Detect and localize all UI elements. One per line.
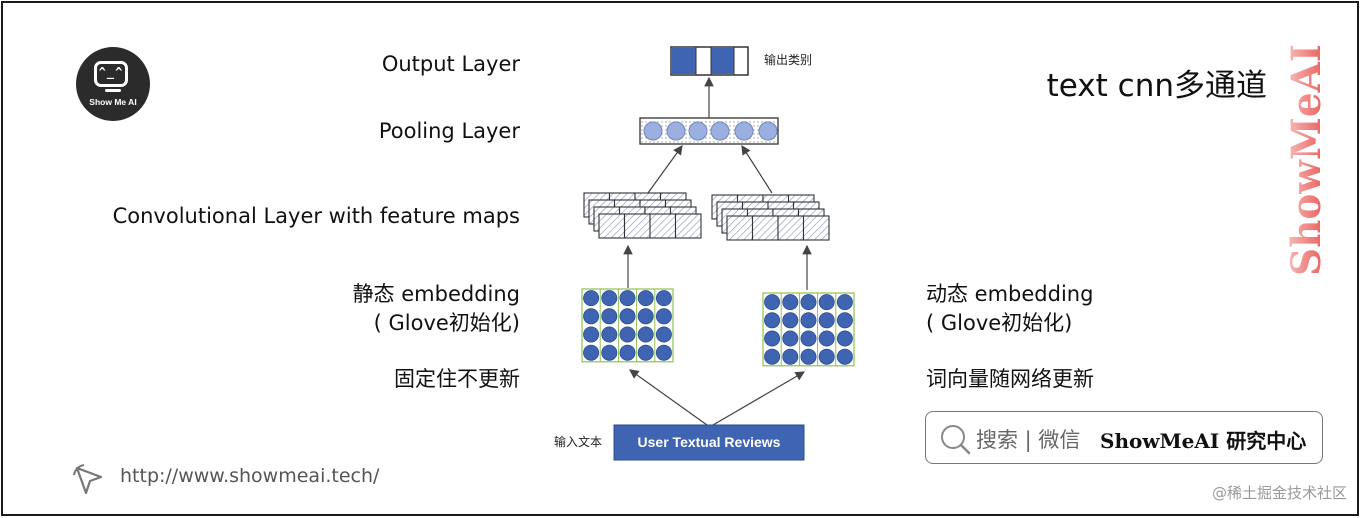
feature-map-cell [674,213,702,239]
embedding-cell [583,290,600,307]
search-brand-name: ShowMeAI [1100,429,1220,453]
embedding-cell [800,348,817,365]
embedding-cell [637,326,654,343]
embedding-cell [836,330,853,347]
arrow-conv-right-to-pool [741,144,773,194]
embedding-cell [619,344,636,361]
pooling-layer-label: Pooling Layer [378,119,520,143]
showmeai-logo: ^_^ Show Me AI [76,47,150,121]
brand-vertical-label: ShowMeAI [1285,44,1330,276]
feature-map-cell [726,215,754,241]
embedding-cell [764,330,781,347]
feature-map-cell [802,215,830,241]
embedding-cell [601,290,618,307]
embedding-cell [601,326,618,343]
static-embedding-label: 静态 embedding [352,282,520,306]
embedding-cell [782,330,799,347]
embedding-cell [583,344,600,361]
conv-feature-maps-right [711,194,830,241]
input-text-label: 输入文本 [554,434,602,449]
dynamic-update-label: 词向量随网络更新 [926,367,1094,391]
search-hint: 搜索 | 微信 [976,428,1081,452]
embedding-cell [655,308,672,325]
embedding-cell [637,290,654,307]
embedding-cell [818,348,835,365]
conv-layer-label: Convolutional Layer with feature maps [112,204,520,228]
embedding-cell [818,294,835,311]
embedding-cell [782,294,799,311]
logo-caption: Show Me AI [89,97,137,107]
feature-map-cell [777,215,805,241]
logo-screen-text: ^_^ [98,65,124,79]
dynamic-embedding-label: 动态 embedding [926,282,1094,306]
dynamic-embedding-matrix [762,292,855,367]
embedding-cell [764,294,781,311]
dynamic-init-label: ( Glove初始化) [926,311,1073,335]
tv-icon: ^_^ [94,61,128,87]
embedding-cell [818,312,835,329]
website-link[interactable]: http://www.showmeai.tech/ [120,465,380,487]
feature-map-cell [751,215,779,241]
arrow-input-to-dynamic [712,371,806,426]
brand-vertical-text: ShowMeAI [1285,44,1330,276]
search-brand: ShowMeAI 研究中心 [1100,425,1306,454]
arrow-input-to-static [629,369,708,426]
embedding-cell [764,312,781,329]
embedding-cell [836,348,853,365]
embedding-cell [818,330,835,347]
embedding-cell [800,312,817,329]
search-icon [941,425,971,455]
feature-map [598,213,702,239]
embedding-cell [601,344,618,361]
embedding-cell [619,326,636,343]
output-layer-vector [670,46,749,76]
embedding-cell [655,326,672,343]
output-layer-label: Output Layer [381,52,520,76]
static-embedding-matrix [581,288,674,363]
search-brand-cn: 研究中心 [1226,429,1307,453]
embedding-cell [655,290,672,307]
embedding-cell [836,312,853,329]
feature-map-cell [598,213,626,239]
embedding-cell [619,308,636,325]
embedding-cell [800,294,817,311]
wechat-search-box[interactable]: 搜索 | 微信 ShowMeAI 研究中心 [925,411,1323,464]
feature-map-cell [623,213,651,239]
embedding-cell [601,308,618,325]
pooling-layer-vector [639,117,779,145]
watermark: @稀土掘金技术社区 [1211,484,1347,502]
page-title: text cnn多通道 [1046,68,1267,104]
embedding-cell [836,294,853,311]
static-frozen-label: 固定住不更新 [394,367,520,391]
pointer-cursor-icon [73,464,103,495]
tv-stand [105,89,121,92]
embedding-cell [764,348,781,365]
embedding-cell [619,290,636,307]
embedding-cell [655,344,672,361]
embedding-cell [637,308,654,325]
feature-map [726,215,830,241]
conv-feature-maps-left [583,192,702,239]
input-reviews-box [613,424,805,461]
feature-map-cell [649,213,677,239]
output-class-label: 输出类别 [764,52,812,67]
static-init-label: ( Glove初始化) [373,311,520,335]
embedding-cell [583,308,600,325]
input-reviews-text: User Textual Reviews [638,434,781,450]
embedding-cell [782,348,799,365]
embedding-cell [583,326,600,343]
embedding-cell [637,344,654,361]
embedding-cell [800,330,817,347]
arrow-conv-left-to-pool [647,145,683,194]
embedding-cell [782,312,799,329]
